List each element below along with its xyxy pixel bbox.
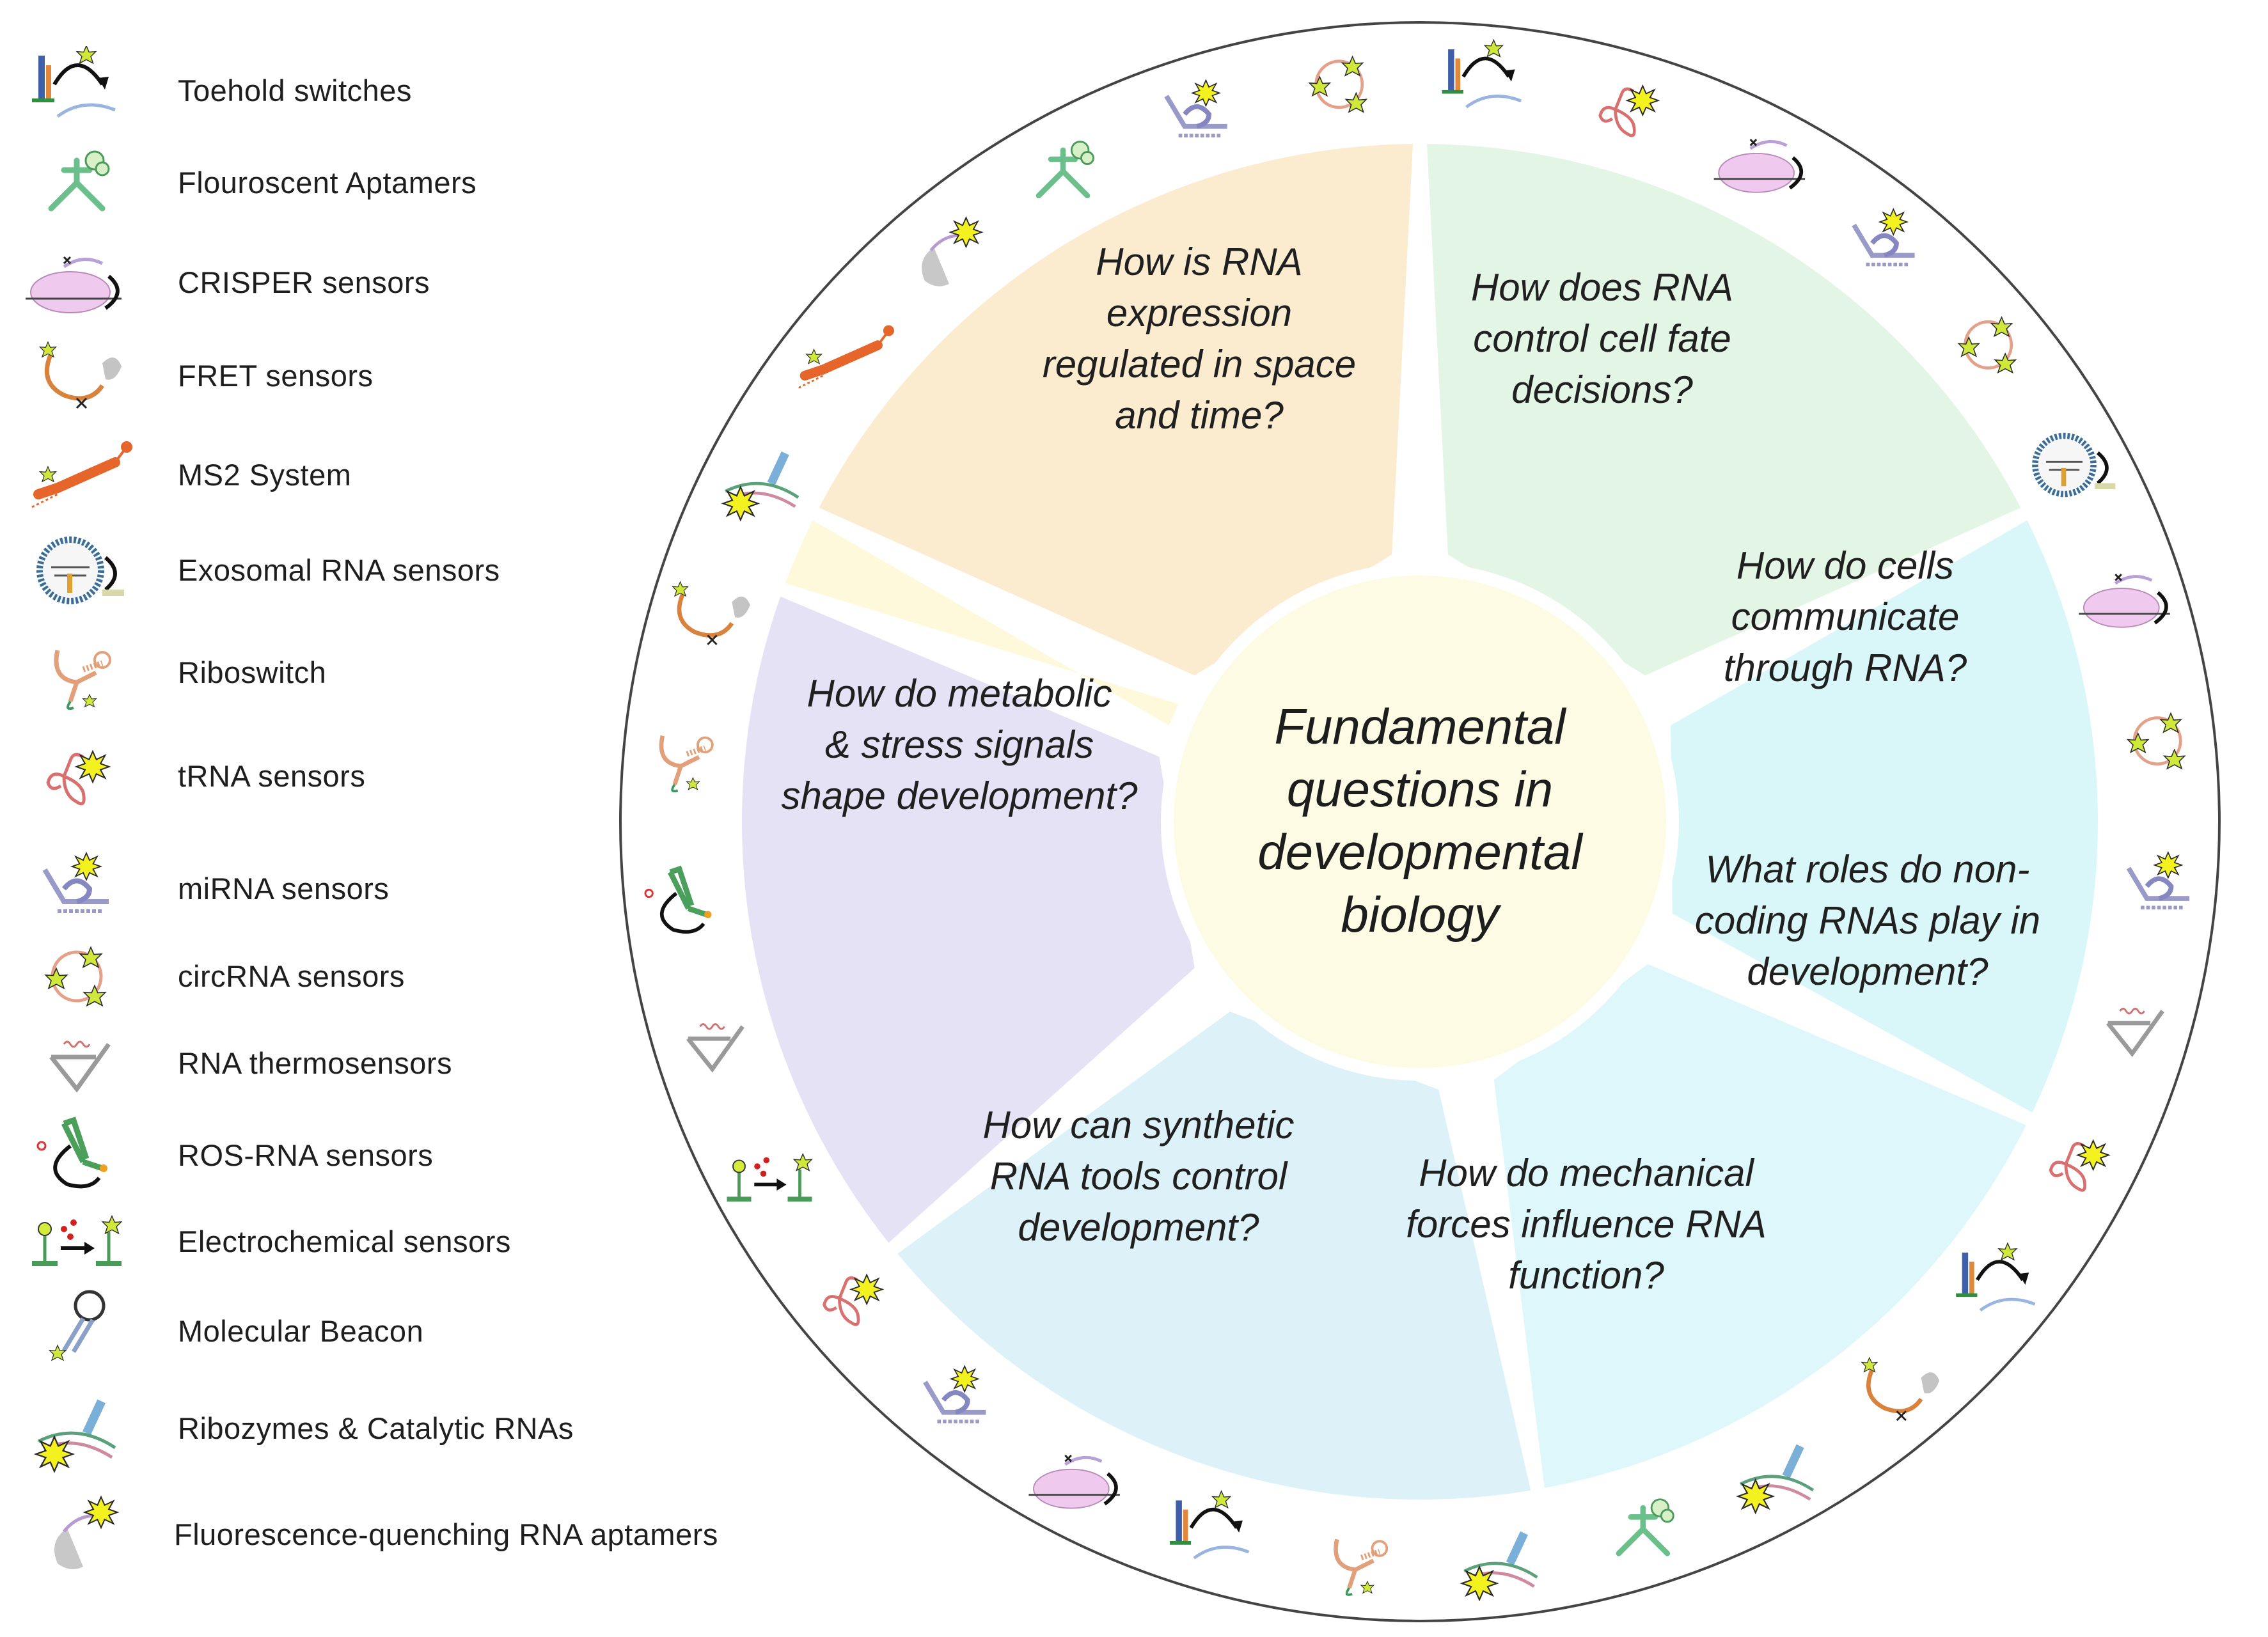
legend-item-trna-sensor: tRNA sensors <box>0 732 768 821</box>
legend-label: tRNA sensors <box>178 759 366 793</box>
segment-question-line: and time? <box>1115 394 1284 437</box>
legend-label: Exosomal RNA sensors <box>178 553 500 587</box>
segment-question-line: RNA tools control <box>990 1155 1288 1198</box>
segment-question-line: What roles do non- <box>1706 848 2030 891</box>
legend-item-molecular-beacon: Molecular Beacon <box>0 1287 768 1376</box>
legend-item-mirna-sensor: miRNA sensors <box>0 844 768 934</box>
segment-question-line: forces influence RNA <box>1406 1203 1767 1246</box>
center-circle: Fundamental questions in developmental biol… <box>1161 563 1679 1081</box>
segment-question-line: How can synthetic <box>983 1104 1295 1147</box>
segment-question-line: How does RNA <box>1471 266 1733 309</box>
segment-question-line: & stress signals <box>825 723 1094 766</box>
legend-label: Riboswitch <box>178 655 327 689</box>
legend-label: miRNA sensors <box>178 872 390 905</box>
segment-question-line: function? <box>1508 1254 1664 1297</box>
center-title-line: developmental <box>1257 824 1584 880</box>
legend-item-ros-sensor: ROS-RNA sensors <box>0 1111 768 1200</box>
segment-communication: How do cells communicate through RNA? <box>1671 520 2099 1113</box>
segment-question-line: communicate <box>1731 595 1960 638</box>
question-segments: How is RNA expression regulated in space an… <box>741 144 2099 1500</box>
legend-item-riboswitch: Riboswitch <box>0 628 768 717</box>
legend-label: Molecular Beacon <box>178 1314 424 1348</box>
segment-question-line: regulated in space <box>1043 343 1356 386</box>
segment-metabolic: How do metabolic & stress signals shape de… <box>781 520 1179 817</box>
segment-space-time: How is RNA expression regulated in space an… <box>819 144 1414 676</box>
segment-shape <box>741 596 1195 1243</box>
legend-item-exosomal-sensor: Exosomal RNA sensors <box>0 526 768 615</box>
legend-item-fluorescent-aptamer: Flouroscent Aptamers <box>0 138 768 228</box>
legend-label: ROS-RNA sensors <box>178 1138 434 1172</box>
segment-question-line: coding RNAs play in <box>1695 899 2040 942</box>
legend-item-toehold-switch: Toehold switches <box>0 46 768 136</box>
legend-item-ms2-system: MS2 System <box>0 430 768 520</box>
center-title-line: questions in <box>1287 761 1553 817</box>
segment-shape <box>1493 964 2026 1488</box>
segment-mechanical: How do mechanical forces influence RNA fun… <box>897 1011 1767 1500</box>
legend-label: Ribozymes & Catalytic RNAs <box>178 1411 574 1445</box>
legend-label: RNA thermosensors <box>178 1046 453 1080</box>
center-title-line: biology <box>1341 886 1501 943</box>
segment-question-line: decisions? <box>1511 368 1693 411</box>
segment-shape <box>897 1011 1531 1500</box>
legend-item-crispr-sensor: CRISPER sensors <box>0 238 768 327</box>
segment-shape <box>785 520 1179 726</box>
segment-question-line: How do mechanical <box>1419 1152 1754 1194</box>
segment-question-line: expression <box>1106 292 1292 334</box>
segment-question-line: development? <box>1747 950 1989 993</box>
segment-question-line: How is RNA <box>1096 240 1302 283</box>
segment-question-line: control cell fate <box>1473 317 1731 360</box>
segment-question-line: How do metabolic <box>807 672 1112 715</box>
center-title-line: Fundamental <box>1274 698 1567 755</box>
segment-cell-fate: How does RNA control cell fate decisions? <box>1426 144 2021 676</box>
legend-label: MS2 System <box>178 458 352 492</box>
legend-item-electrochemical-sensor: Electrochemical sensors <box>0 1197 768 1287</box>
segment-question-line: through RNA? <box>1724 646 1967 689</box>
segment-question-line: development? <box>1018 1206 1260 1249</box>
legend-item-fret-sensor: FRET sensors <box>0 331 768 421</box>
segment-shape <box>1671 520 2099 1113</box>
legend-label: Toehold switches <box>178 74 412 107</box>
legend-label: circRNA sensors <box>178 959 405 993</box>
legend-label: Flouroscent Aptamers <box>178 166 477 200</box>
segment-non-coding: What roles do non-coding RNAs play in dev… <box>1493 848 2040 1488</box>
legend-label: Fluorescence-quenching RNA aptamers <box>174 1517 718 1551</box>
legend-label: CRISPER sensors <box>178 265 430 299</box>
segment-shape <box>819 144 1414 676</box>
legend-item-thermosensor: RNA thermosensors <box>0 1019 768 1108</box>
legend-label: FRET sensors <box>178 359 374 393</box>
segment-question-line: shape development? <box>781 774 1138 817</box>
legend-item-circrna-sensor: circRNA sensors <box>0 932 768 1021</box>
segment-question-line: How do cells <box>1736 544 1954 587</box>
legend-label: Electrochemical sensors <box>178 1225 511 1258</box>
legend-item-ribozyme: Ribozymes & Catalytic RNAs <box>0 1384 768 1473</box>
segment-shape <box>1426 144 2021 676</box>
legend-item-quenching-aptamer: Fluorescence-quenching RNA aptamers <box>0 1490 768 1579</box>
